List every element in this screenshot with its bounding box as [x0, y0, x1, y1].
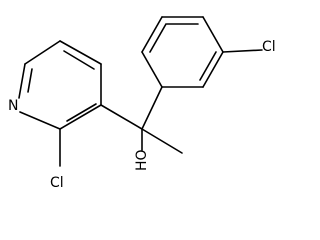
bond	[19, 111, 61, 130]
bond	[141, 16, 163, 53]
bond	[202, 16, 224, 53]
chloropyridine-ring	[18, 40, 102, 167]
chlorophenyl-ring	[141, 16, 263, 88]
nitrogen-label: N	[8, 98, 18, 114]
double-bond-inner	[66, 103, 97, 122]
bond	[141, 51, 163, 88]
central-carbon-bonds	[100, 86, 183, 154]
double-bond-inner	[27, 68, 33, 93]
bond	[202, 51, 224, 88]
structure-drawing: Cl N Cl HO	[8, 16, 276, 191]
hydroxyl-label: HO	[134, 149, 150, 171]
bond	[59, 104, 102, 130]
bond	[100, 104, 143, 130]
chlorine-label-bottom: Cl	[50, 175, 64, 191]
double-bond-inner	[149, 23, 167, 53]
double-bond-inner	[63, 50, 95, 70]
chlorine-label-top: Cl	[262, 39, 276, 55]
bond	[222, 49, 263, 53]
bond	[59, 40, 102, 65]
bond	[18, 63, 26, 99]
bond	[141, 86, 163, 130]
bond	[24, 40, 61, 65]
double-bond-inner	[199, 51, 217, 81]
bond	[141, 128, 183, 154]
structure-canvas: Cl N Cl HO	[8, 16, 276, 191]
